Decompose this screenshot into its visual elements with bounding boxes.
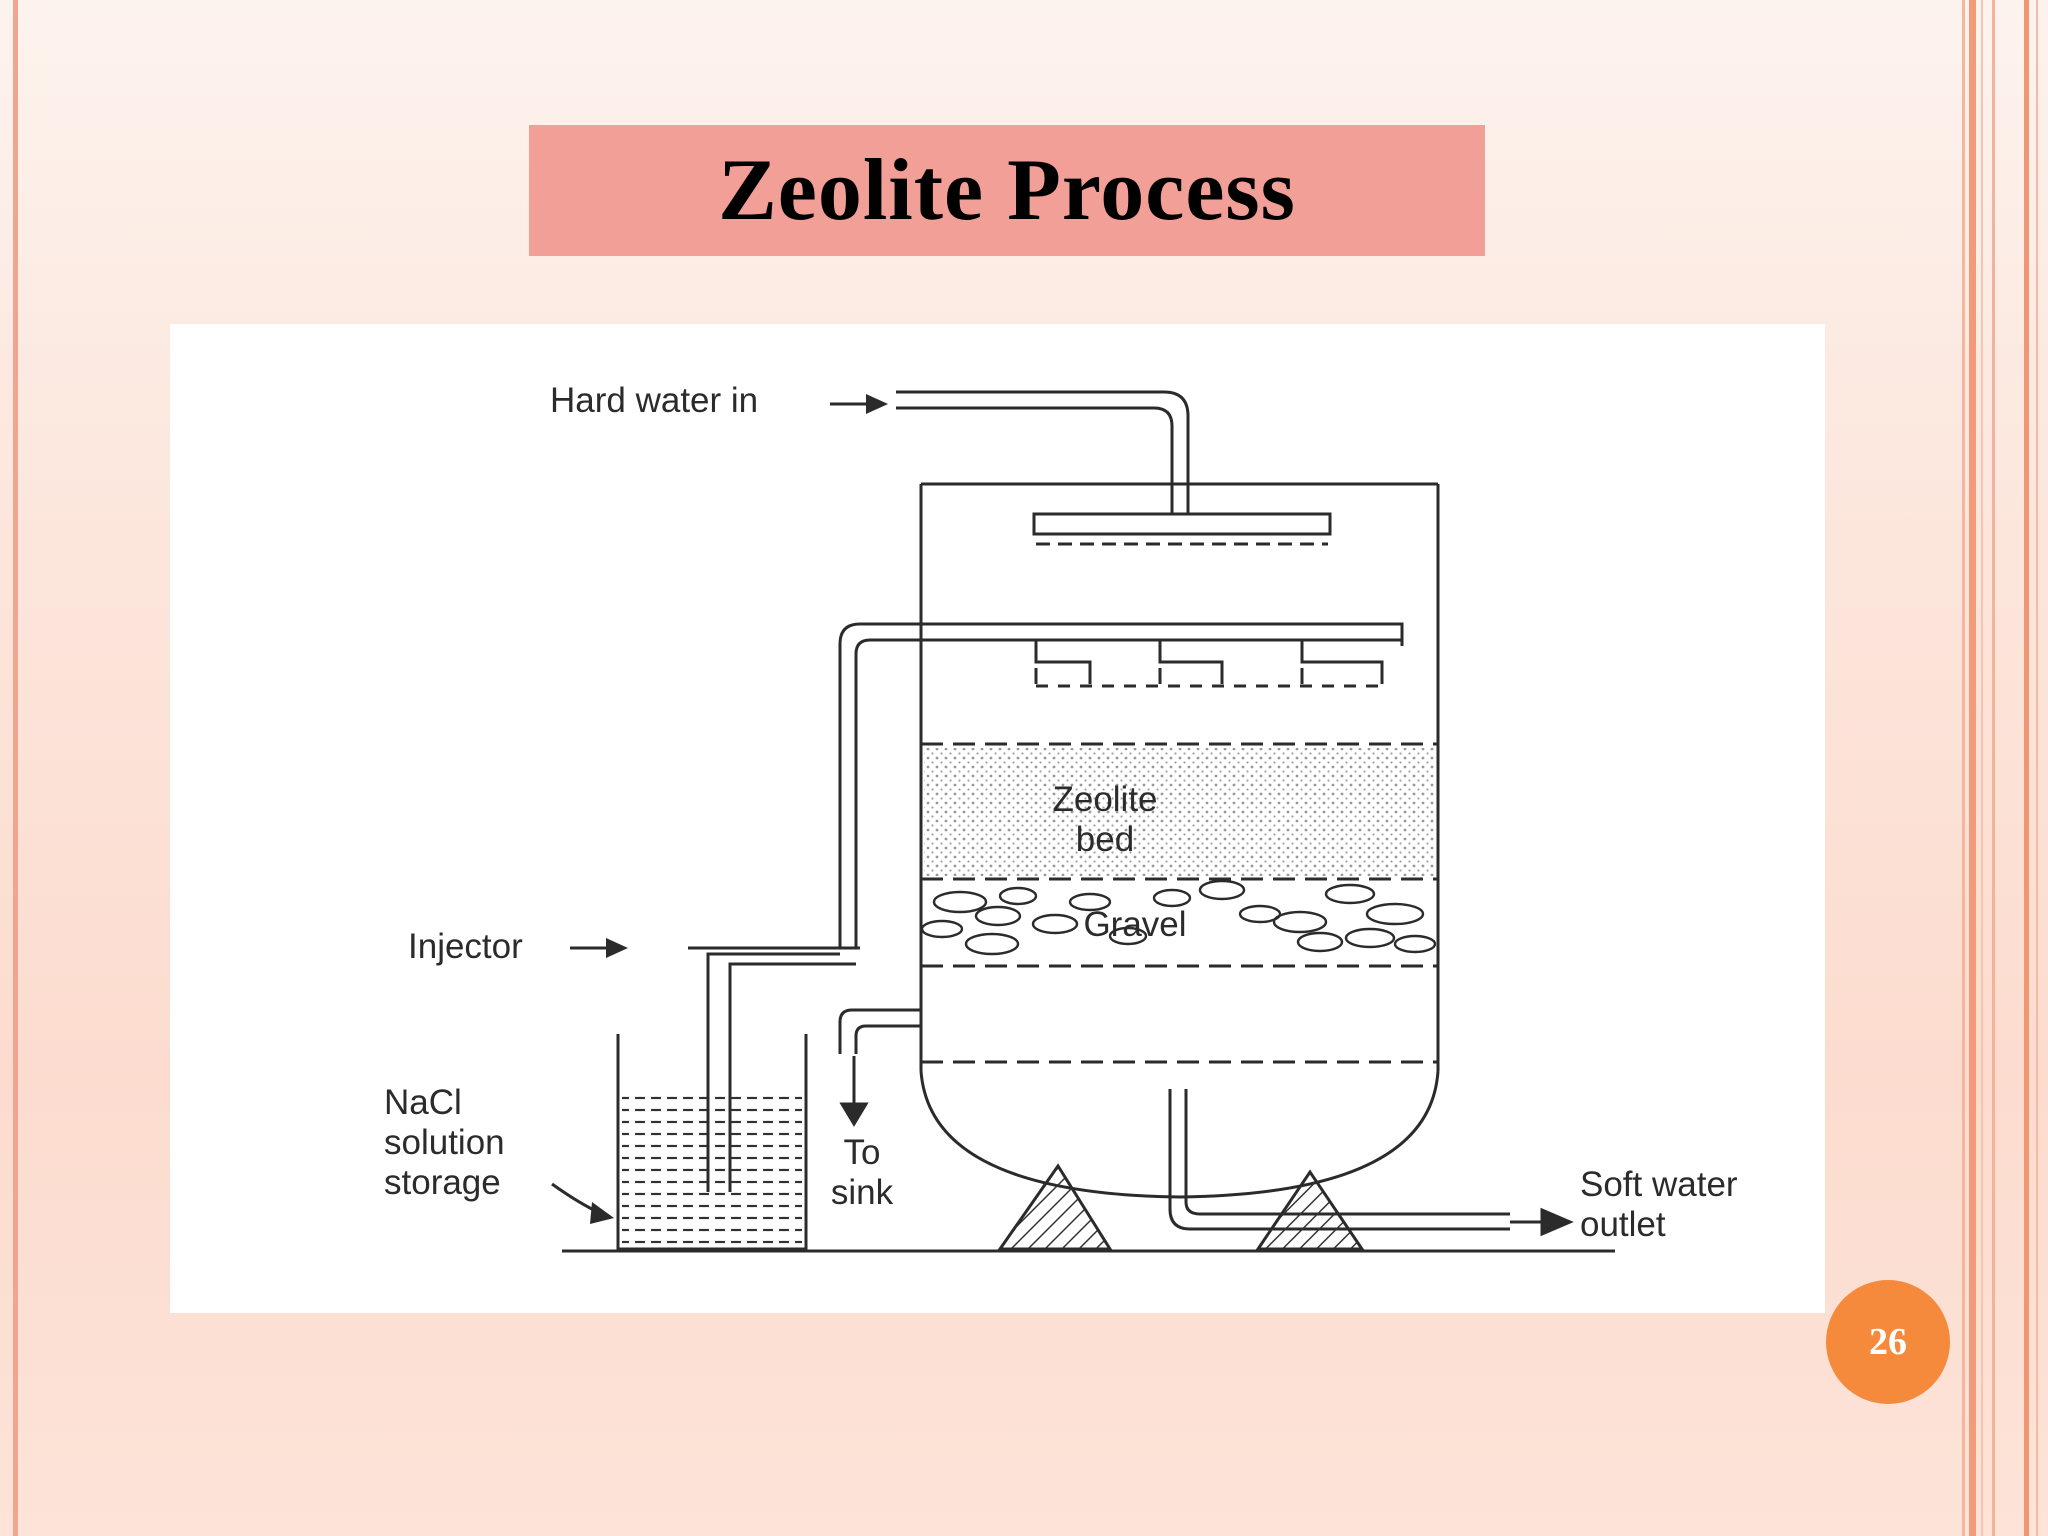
label-hard-water-in: Hard water in: [550, 381, 758, 420]
label-to-sink-1: To: [844, 1133, 881, 1172]
label-soft-water-2: outlet: [1580, 1205, 1666, 1244]
nacl-storage-tank: [616, 1034, 808, 1251]
label-zeolite-bed-2: bed: [1076, 820, 1134, 859]
injector-pipe: [688, 946, 860, 1192]
label-nacl-2: solution: [384, 1123, 505, 1162]
slide-title-bar: Zeolite Process: [529, 125, 1485, 256]
soft-water-outlet-pipe: [1168, 1089, 1574, 1237]
page-number-badge: 26: [1826, 1280, 1950, 1404]
zeolite-bed: [921, 742, 1438, 881]
support-stand-left: [997, 1163, 1113, 1251]
drain-to-sink-pipe: [838, 1008, 921, 1127]
label-gravel: Gravel: [1083, 905, 1186, 944]
page-number: 26: [1869, 1321, 1907, 1363]
slide-title: Zeolite Process: [718, 142, 1296, 239]
label-nacl-1: NaCl: [384, 1083, 462, 1122]
left-border-rule: [13, 0, 18, 1536]
zeolite-process-diagram: Hard water in Injector Zeolite bed Grave…: [170, 324, 1825, 1313]
right-border-rules: [1962, 0, 2048, 1536]
label-injector: Injector: [408, 927, 523, 966]
label-nacl-3: storage: [384, 1163, 501, 1202]
support-stand-right: [1255, 1169, 1365, 1251]
label-soft-water-1: Soft water: [1580, 1165, 1738, 1204]
gravel-layer: [920, 879, 1438, 968]
hard-water-inlet-pipe: [896, 390, 1332, 536]
label-to-sink-2: sink: [831, 1173, 894, 1212]
label-zeolite-bed-1: Zeolite: [1052, 780, 1157, 819]
softener-tank: [919, 482, 1440, 1199]
brine-distributor-pipe: [838, 622, 1404, 949]
